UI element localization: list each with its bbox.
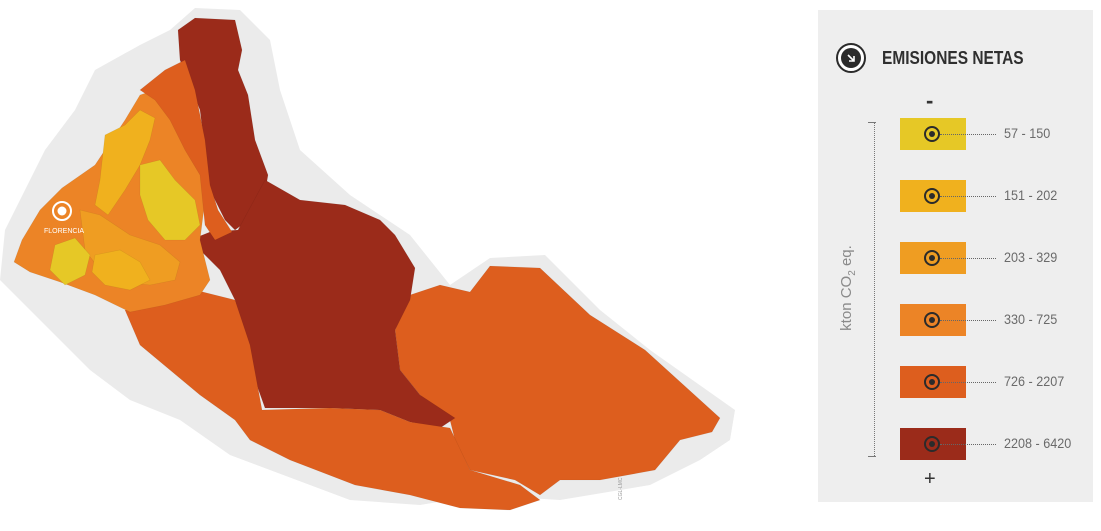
map-credit: CGL-LMC bbox=[618, 477, 624, 500]
legend-title: EMISIONES NETAS bbox=[882, 47, 1024, 68]
region-southern-strip bbox=[124, 289, 541, 511]
legend-range-label: 2208 - 6420 bbox=[1004, 435, 1072, 451]
high-end-marker: + bbox=[924, 468, 936, 490]
legend-class-row: 151 - 202 bbox=[900, 180, 1090, 212]
legend-class-row: 330 - 725 bbox=[900, 304, 1090, 336]
legend-header: EMISIONES NETAS bbox=[836, 40, 1047, 76]
legend-axis bbox=[874, 122, 875, 456]
legend-range-label: 726 - 2207 bbox=[1004, 373, 1065, 389]
arrow-down-right-icon bbox=[836, 43, 866, 73]
target-marker-icon bbox=[924, 436, 940, 452]
low-end-marker: - bbox=[926, 88, 934, 113]
axis-cap-bottom bbox=[868, 456, 876, 457]
legend-class-row: 726 - 2207 bbox=[900, 366, 1090, 398]
florencia-marker bbox=[52, 201, 72, 221]
legend-class-row: 57 - 150 bbox=[900, 118, 1090, 150]
region-west-inner-e bbox=[91, 249, 151, 291]
legend-leader-line bbox=[940, 444, 996, 445]
map-svg: FLORENCIA CGL-LMC bbox=[0, 8, 735, 511]
axis-cap-top bbox=[868, 122, 876, 123]
legend-leader-line bbox=[940, 196, 996, 197]
region-north-west-ridge bbox=[139, 59, 233, 241]
choropleth-map: FLORENCIA CGL-LMC bbox=[0, 8, 735, 511]
target-marker-icon bbox=[924, 374, 940, 390]
legend-range-label: 57 - 150 bbox=[1004, 125, 1051, 141]
legend-range-label: 330 - 725 bbox=[1004, 311, 1058, 327]
target-marker-icon bbox=[924, 126, 940, 142]
target-marker-icon bbox=[924, 312, 940, 328]
legend-leader-line bbox=[940, 258, 996, 259]
region-west-inner-d bbox=[49, 237, 91, 286]
legend-leader-line bbox=[940, 134, 996, 135]
legend-range-label: 151 - 202 bbox=[1004, 187, 1058, 203]
target-marker-icon bbox=[924, 188, 940, 204]
legend-class-row: 2208 - 6420 bbox=[900, 428, 1090, 460]
legend-class-row: 203 - 329 bbox=[900, 242, 1090, 274]
legend-leader-line bbox=[940, 382, 996, 383]
city-label: FLORENCIA bbox=[44, 228, 84, 235]
region-west-inner-c bbox=[139, 159, 201, 241]
legend-leader-line bbox=[940, 320, 996, 321]
legend-range-label: 203 - 329 bbox=[1004, 249, 1058, 265]
target-marker-icon bbox=[924, 250, 940, 266]
